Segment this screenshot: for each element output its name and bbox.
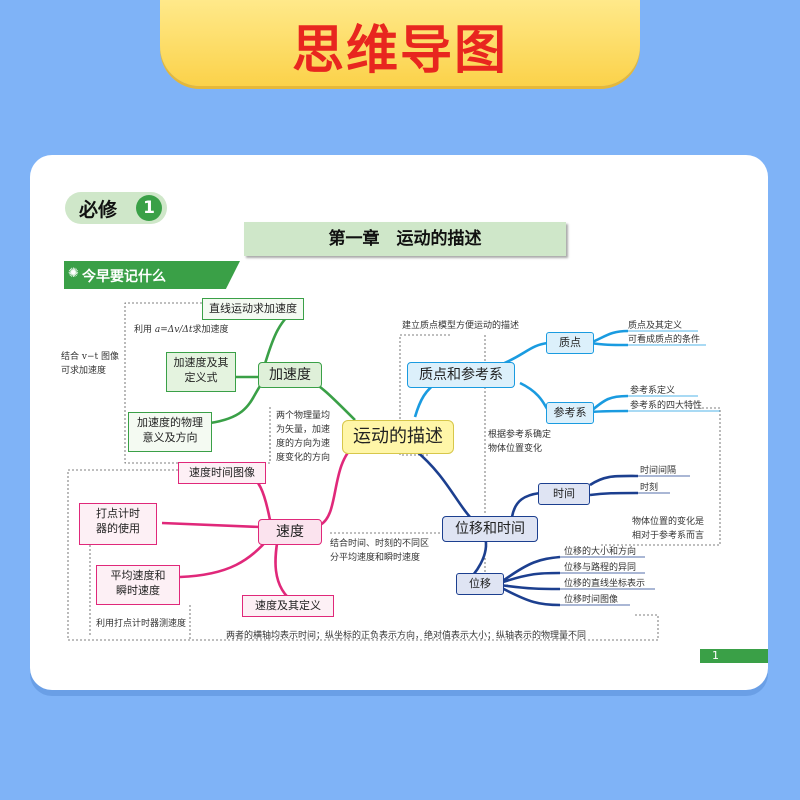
note-formula-expr: a=Δv/Δt: [154, 325, 193, 335]
section-ribbon: ✺ 今早要记什么: [64, 261, 240, 289]
leaf-time-interval: 时间间隔: [640, 466, 677, 476]
leaf-accel-def-line1: 加速度及其: [173, 356, 229, 369]
leaf-accel-from-line: 直线运动求加速度: [202, 298, 304, 320]
leaf-accel-phys-line1: 加速度的物理: [137, 416, 203, 429]
note-vt-graph: 结合 v−t 图像 可求加速度: [61, 350, 119, 378]
leaf-avg-line1: 平均速度和: [110, 569, 166, 582]
leaf-frame-four: 参考系的四大特性: [630, 401, 703, 411]
leaf-accel-physical: 加速度的物理 意义及方向: [128, 412, 212, 452]
note-pos-line2: 相对于参考系而言: [632, 531, 705, 541]
chapter-title: 第一章 运动的描述: [328, 229, 482, 249]
leaf-disp-magnitude: 位移的大小和方向: [564, 547, 637, 557]
note-vector-line3: 度的方向为速: [276, 439, 331, 449]
mindmap-card: 必修 1 第一章 运动的描述 ✺ 今早要记什么: [30, 155, 768, 690]
leaf-particle-def: 质点及其定义: [628, 321, 683, 331]
center-node: 运动的描述: [342, 420, 454, 454]
note-timer-measure: 利用打点计时器测速度: [96, 619, 187, 629]
node-particle: 质点: [546, 332, 594, 354]
note-graph-axes: 两者的横轴均表示时间；纵坐标的正负表示方向，绝对值表示大小；纵轴表示的物理量不同: [226, 631, 587, 641]
header-banner: 思维导图: [160, 0, 640, 86]
note-formula-prefix: 利用: [134, 325, 153, 335]
leaf-accel-definition: 加速度及其 定义式: [166, 352, 236, 392]
chapter-title-box: 第一章 运动的描述: [244, 222, 566, 256]
leaf-frame-def: 参考系定义: [630, 386, 676, 396]
node-displacement: 位移: [456, 573, 504, 595]
note-combine-line2: 分平均速度和瞬时速度: [330, 553, 421, 563]
note-vt-line2: 可求加速度: [61, 366, 107, 376]
leaf-avg-line2: 瞬时速度: [116, 584, 160, 597]
node-frame: 参考系: [546, 402, 594, 424]
note-formula-suffix: 求加速度: [192, 325, 229, 335]
leaf-accel-def-line2: 定义式: [184, 371, 218, 384]
volume-number: 1: [136, 195, 162, 221]
leaf-vel-graph: 速度时间图像: [178, 462, 266, 484]
note-combine-line1: 结合时间、时刻的不同区: [330, 539, 430, 549]
note-frame-line2: 物体位置变化: [488, 444, 543, 454]
leaf-avg-velocity: 平均速度和 瞬时速度: [96, 565, 180, 605]
leaf-timer-line2: 器的使用: [96, 522, 140, 535]
leaf-disp-graph: 位移时间图像: [564, 595, 619, 605]
leaf-timer-line1: 打点计时: [96, 507, 140, 520]
volume-tag: 必修 1: [65, 192, 167, 224]
note-combine: 结合时间、时刻的不同区 分平均速度和瞬时速度: [330, 537, 429, 565]
section-label: 今早要记什么: [82, 269, 166, 285]
note-vector: 两个物理量均 为矢量，加速 度的方向为速 度变化的方向: [276, 409, 330, 465]
node-time: 时间: [538, 483, 590, 505]
note-vt-line1: 结合 v−t 图像: [61, 352, 119, 362]
node-displacement-time: 位移和时间: [442, 516, 538, 542]
leaf-disp-path: 位移与路程的异同: [564, 563, 637, 573]
node-velocity: 速度: [258, 519, 322, 545]
leaf-disp-coord: 位移的直线坐标表示: [564, 579, 646, 589]
note-frame-line1: 根据参考系确定: [488, 430, 552, 440]
note-model: 建立质点模型方便运动的描述: [402, 321, 520, 331]
page-number: 1: [712, 649, 719, 662]
note-pos-line1: 物体位置的变化是: [632, 517, 705, 527]
leaf-timer: 打点计时 器的使用: [79, 503, 157, 545]
note-formula: 利用 a=Δv/Δt求加速度: [134, 323, 229, 337]
leaf-particle-cond: 可看成质点的条件: [628, 335, 701, 345]
leaf-accel-phys-line2: 意义及方向: [142, 431, 198, 444]
leaf-vel-definition: 速度及其定义: [242, 595, 334, 617]
leaf-time-moment: 时刻: [640, 483, 659, 493]
node-acceleration: 加速度: [258, 362, 322, 388]
note-position-change: 物体位置的变化是 相对于参考系而言: [632, 515, 704, 543]
note-frame-position: 根据参考系确定 物体位置变化: [488, 428, 551, 456]
page-bar: [700, 649, 768, 663]
sun-icon: ✺: [68, 266, 79, 281]
banner-title: 思维导图: [291, 21, 508, 81]
node-particle-frame: 质点和参考系: [407, 362, 515, 388]
volume-label: 必修: [79, 199, 118, 221]
note-vector-line4: 度变化的方向: [276, 453, 331, 463]
note-vector-line2: 为矢量，加速: [276, 425, 331, 435]
note-vector-line1: 两个物理量均: [276, 411, 331, 421]
